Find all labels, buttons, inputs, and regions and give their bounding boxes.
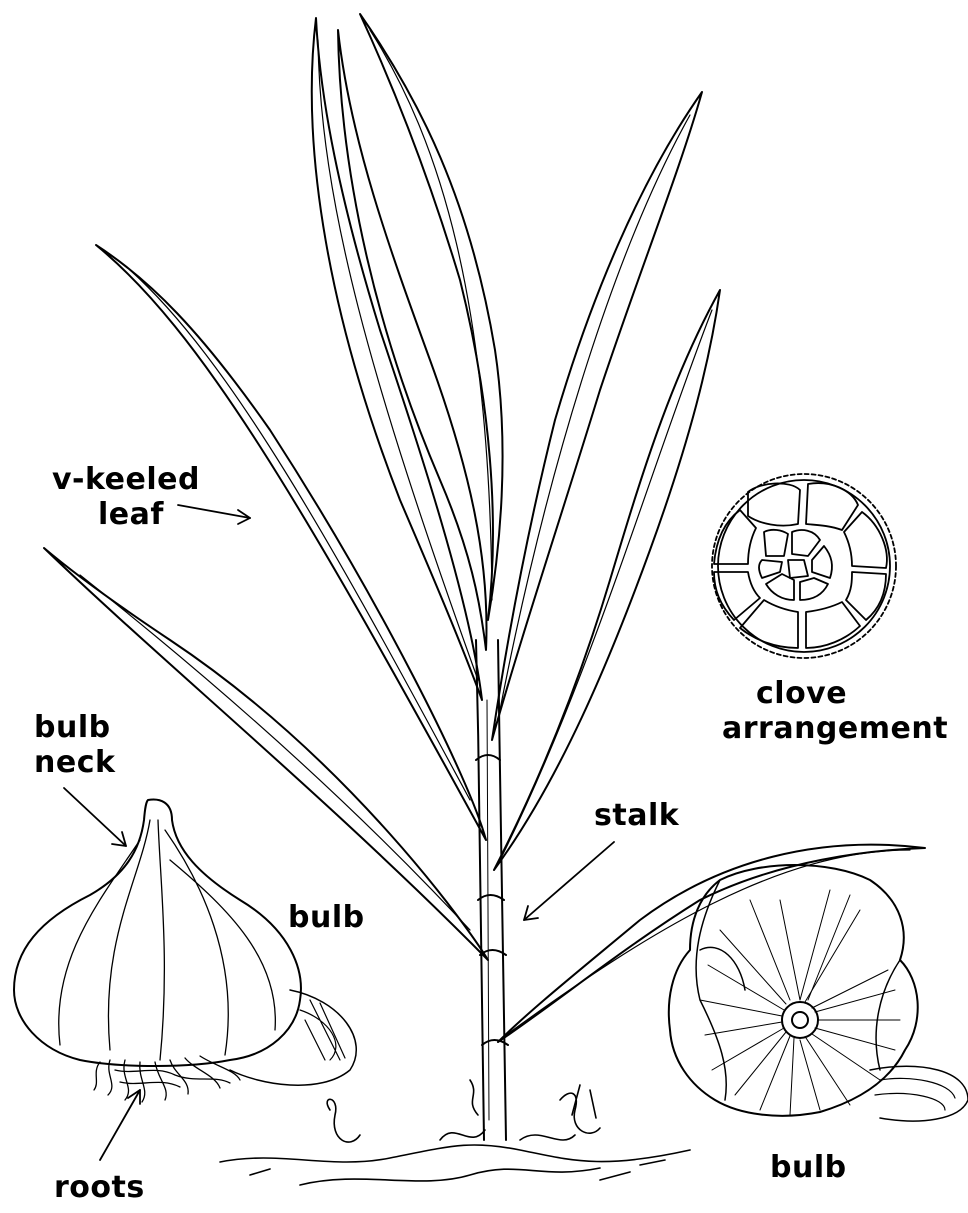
leaf-upper-right bbox=[492, 92, 702, 740]
label-bulb-left-text: bulb bbox=[288, 900, 365, 935]
label-clove-line2: arrangement bbox=[722, 711, 948, 746]
label-stalk: stalk bbox=[594, 798, 679, 833]
label-bulb-neck-line2: neck bbox=[34, 745, 115, 780]
stalk bbox=[476, 640, 508, 1140]
arrow-stalk bbox=[524, 842, 614, 920]
bulb-left-outline bbox=[14, 800, 301, 1066]
pointer-arrows bbox=[64, 505, 614, 1160]
label-clove-line1: clove bbox=[722, 676, 948, 711]
label-bulb-neck-line1: bulb bbox=[34, 710, 115, 745]
label-stalk-text: stalk bbox=[594, 798, 679, 833]
ground-debris bbox=[220, 1080, 690, 1185]
label-roots-text: roots bbox=[54, 1170, 145, 1205]
label-bulb-right: bulb bbox=[770, 1150, 847, 1185]
leaf-lower-right bbox=[498, 845, 925, 1042]
bulb-left bbox=[14, 800, 356, 1102]
label-bulb-left: bulb bbox=[288, 900, 365, 935]
leaf-v-keeled bbox=[96, 245, 486, 840]
label-clove-arrangement: clove arrangement bbox=[722, 676, 948, 746]
label-v-keeled-leaf-line1: v-keeled bbox=[52, 462, 200, 497]
leaf-tall-center bbox=[338, 30, 487, 650]
label-v-keeled-leaf-line2: leaf bbox=[52, 497, 200, 532]
arrow-roots bbox=[100, 1090, 140, 1160]
label-bulb-neck: bulb neck bbox=[34, 710, 115, 780]
clove-cross-section bbox=[712, 474, 896, 658]
leaf-tall-left bbox=[312, 18, 482, 700]
label-bulb-right-text: bulb bbox=[770, 1150, 847, 1185]
arrow-bulb-neck bbox=[64, 788, 126, 846]
label-v-keeled-leaf: v-keeled leaf bbox=[52, 462, 200, 532]
label-roots: roots bbox=[54, 1170, 145, 1205]
